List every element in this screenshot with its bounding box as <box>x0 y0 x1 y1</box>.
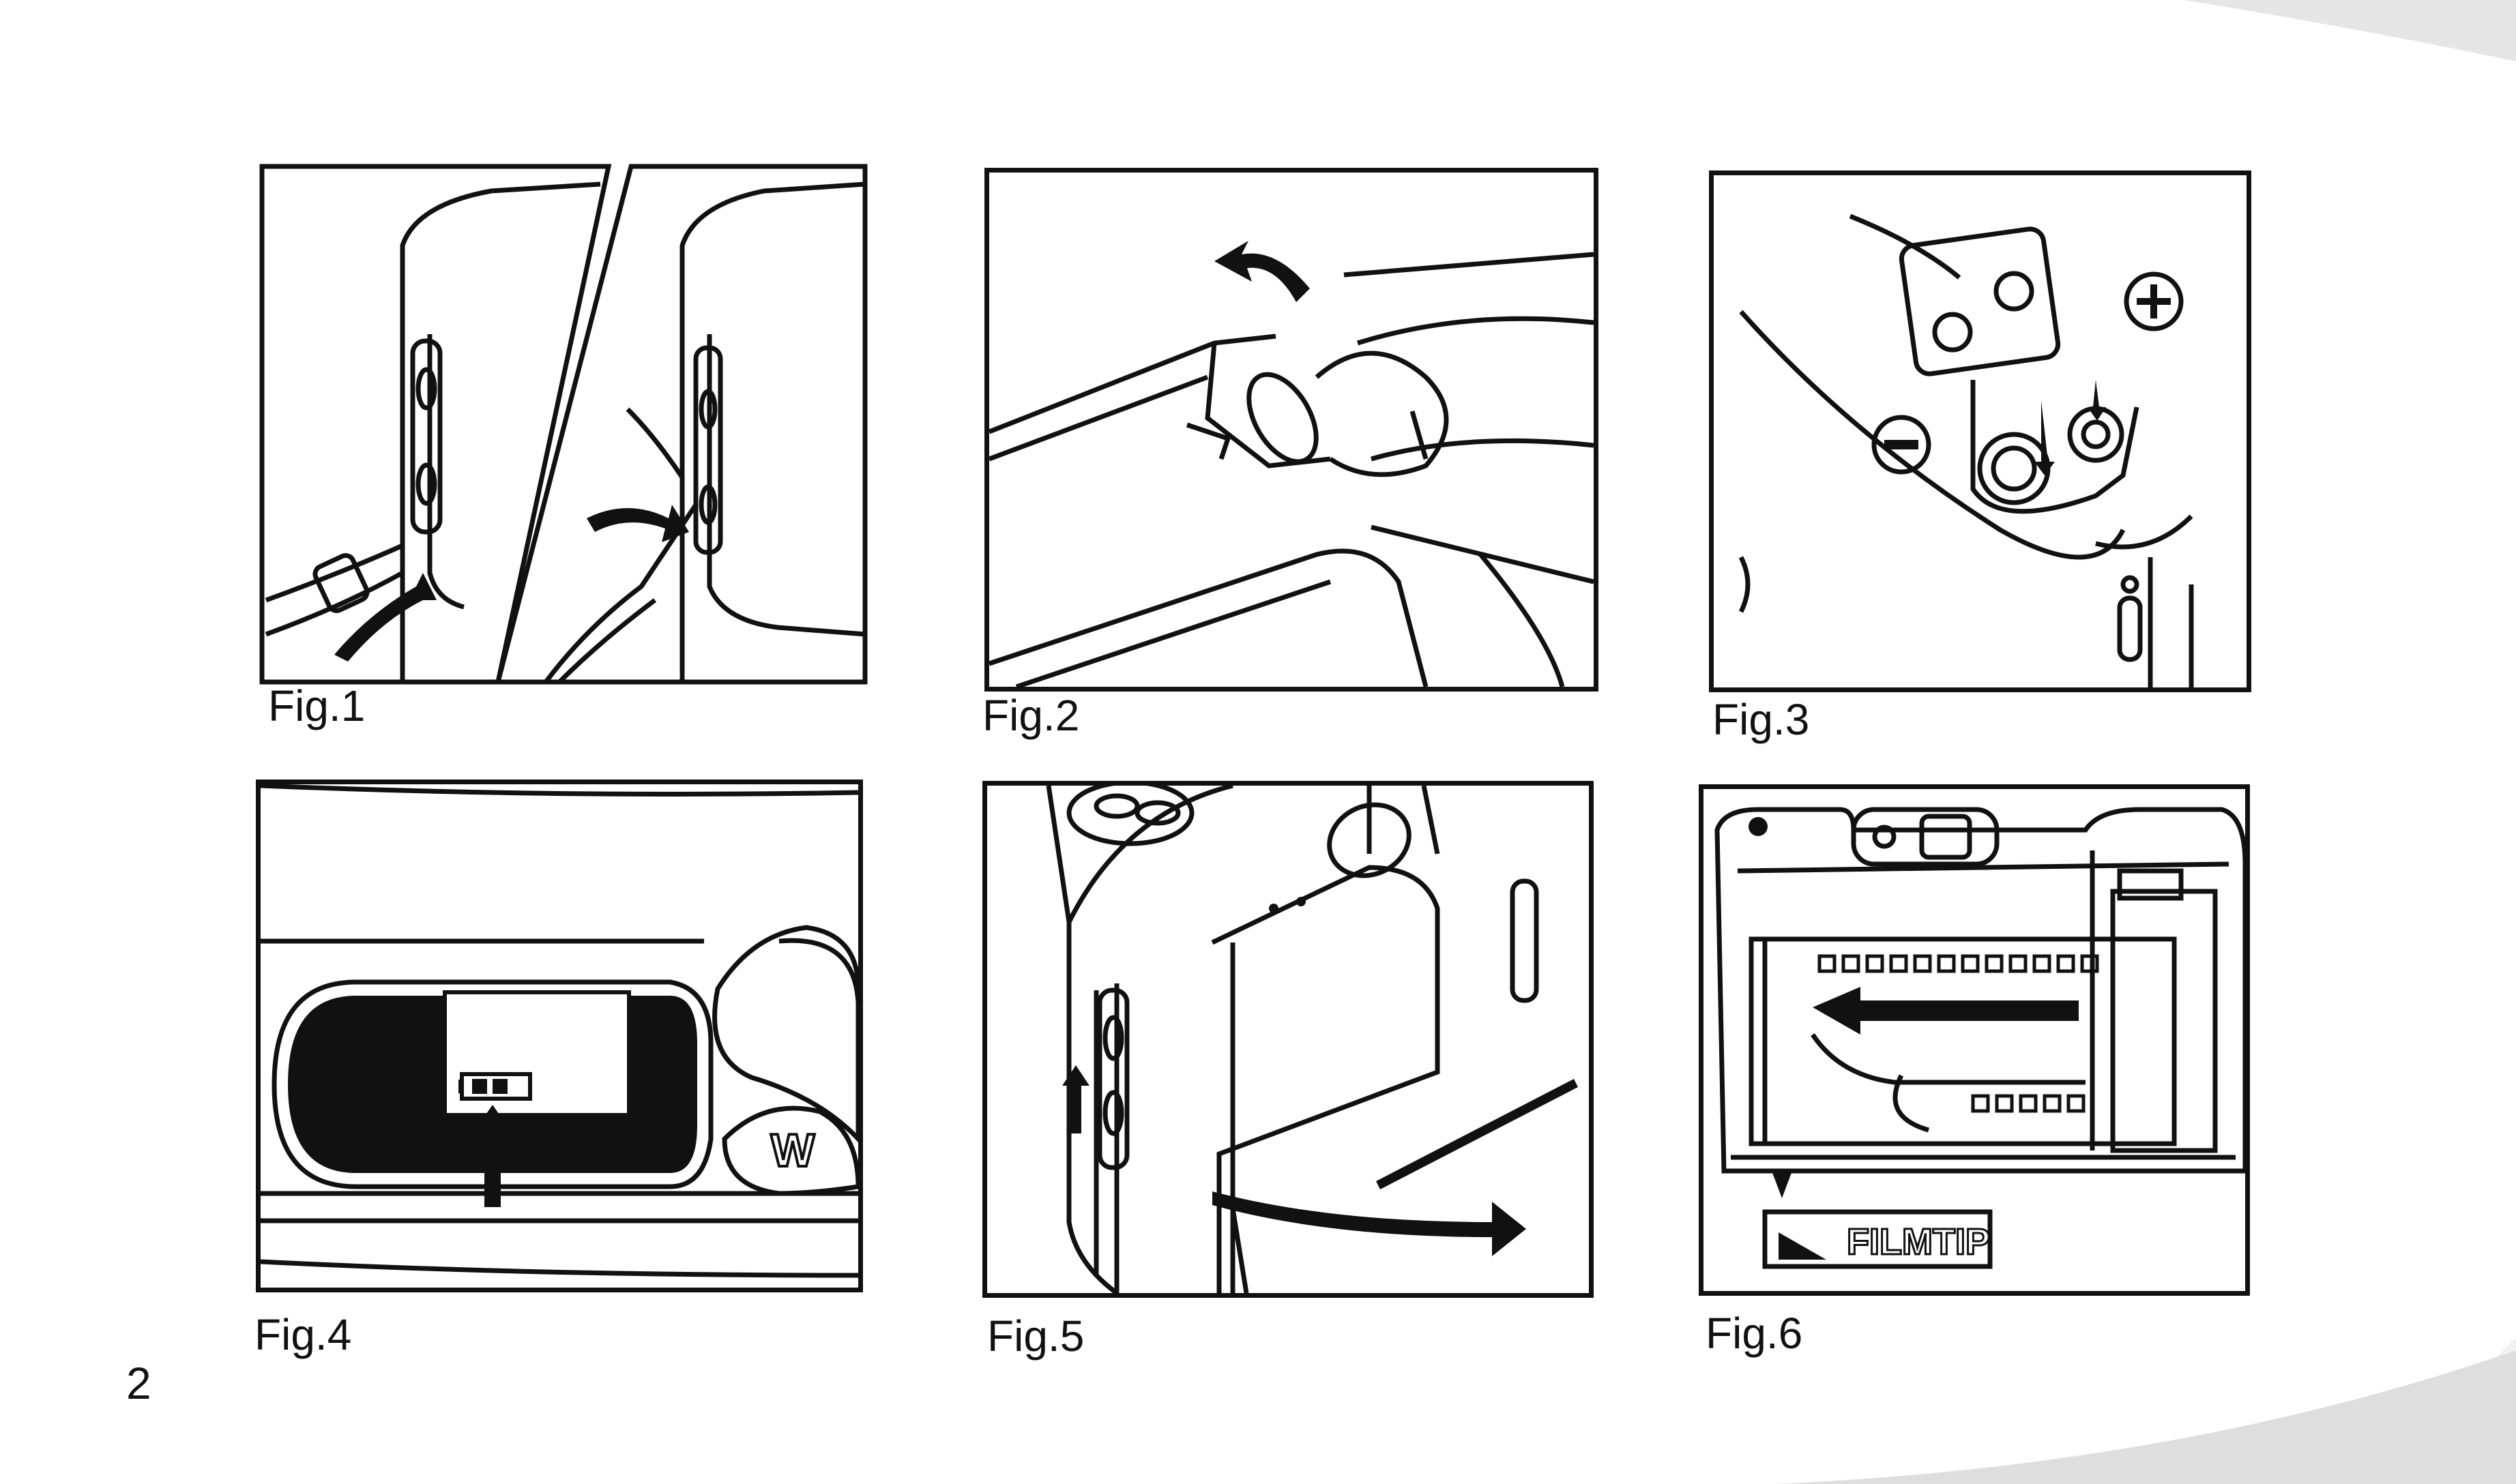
figure-1-panel <box>259 164 868 685</box>
figure-6-caption: Fig.6 <box>1706 1309 1803 1358</box>
film-loading-illustration: FILMTIP <box>1714 807 2245 1269</box>
figure-2-caption: Fig.2 <box>982 691 1080 740</box>
battery-polarity-illustration <box>1738 213 2194 687</box>
figure-4-caption: Fig.4 <box>254 1310 352 1359</box>
battery-cover-open-illustration <box>989 241 1594 687</box>
figure-1-caption: Fig.1 <box>268 681 366 730</box>
figure-2-panel <box>984 168 1598 692</box>
figure-3-caption: Fig.3 <box>1712 695 1810 744</box>
figure-4-panel: W <box>256 780 863 1292</box>
battery-indicator-illustration: W <box>261 784 858 1278</box>
strap-attachment-illustration <box>259 164 868 685</box>
figure-6-panel: FILMTIP <box>1699 784 2250 1296</box>
figure-5-caption: Fig.5 <box>987 1311 1085 1361</box>
figure-3-panel <box>1709 170 2251 692</box>
zoom-wide-button-label: W <box>771 1125 815 1176</box>
back-cover-open-illustration <box>1046 786 1578 1293</box>
film-tip-label: FILMTIP <box>1847 1221 1990 1262</box>
figure-5-panel <box>982 781 1594 1298</box>
page-number: 2 <box>126 1358 151 1408</box>
